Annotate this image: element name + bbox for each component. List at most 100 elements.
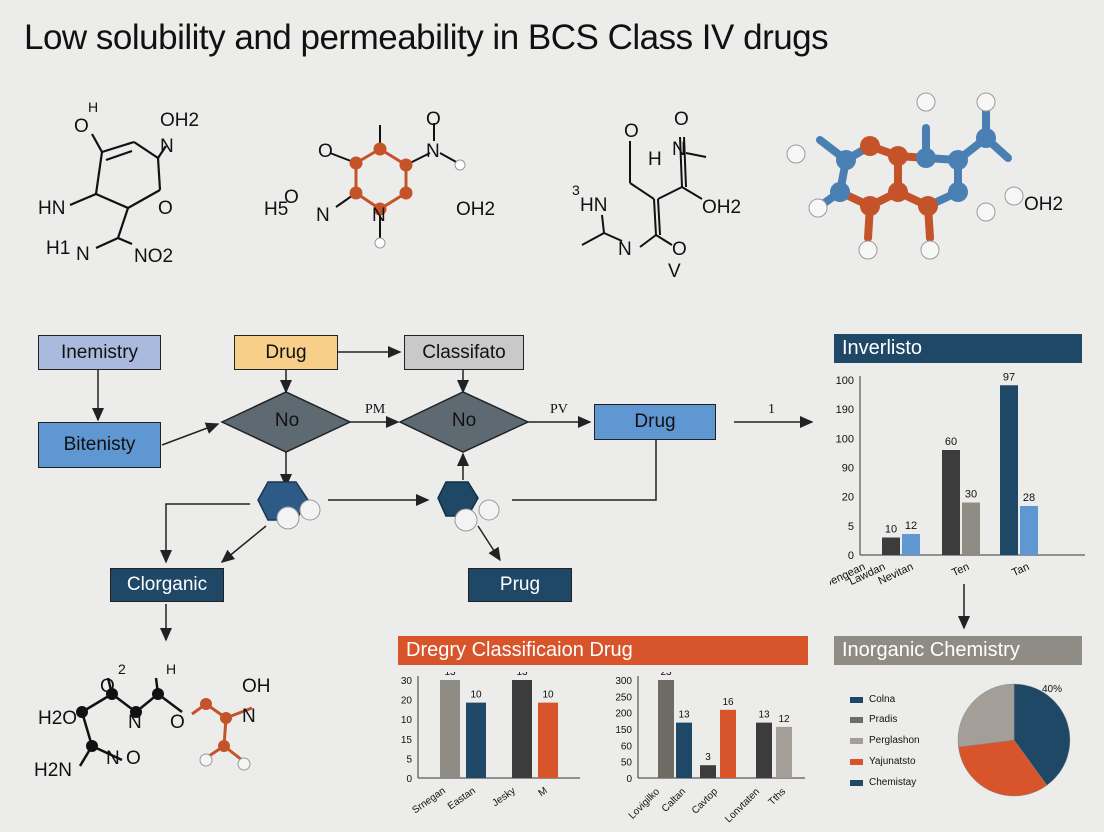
y-tick-label: 250 — [615, 692, 632, 703]
mol1-e: HN — [38, 198, 65, 219]
x-tick-label: Lonvtaten — [723, 786, 762, 825]
y-tick-label: 0 — [848, 550, 854, 562]
no-left-diamond[interactable] — [220, 391, 352, 453]
y-tick-label: 60 — [621, 741, 633, 752]
bar-value-label: 28 — [1023, 492, 1035, 504]
bar-value-label: 13 — [758, 710, 770, 721]
y-tick-label: 300 — [615, 676, 632, 687]
legend-label: Pradis — [869, 714, 898, 725]
bar — [538, 702, 558, 778]
x-tick-label: Tan — [1010, 561, 1031, 579]
bar-value-label: 3 — [705, 752, 711, 763]
mol1-f: O — [158, 198, 173, 219]
y-tick-label: 5 — [406, 754, 412, 765]
mol4-a: OH2 — [1024, 194, 1063, 215]
mol5-b: 2 — [118, 661, 126, 677]
x-tick-label: Jesky — [490, 785, 517, 809]
bar — [440, 680, 460, 778]
bar — [1000, 385, 1018, 555]
bar-value-label: 30 — [965, 489, 977, 501]
bar-value-label: 10 — [470, 690, 482, 701]
no-right-diamond[interactable] — [398, 391, 530, 453]
inverlisto-banner: Inverlisto — [834, 334, 1082, 363]
mol3-b: O — [674, 109, 689, 130]
bar-value-label: 12 — [905, 520, 917, 532]
hexagon-node-left — [257, 481, 321, 530]
chart-down-arrow — [958, 584, 970, 630]
bar — [942, 450, 960, 555]
bar-value-label: 97 — [1003, 371, 1015, 383]
y-tick-label: 20 — [401, 696, 413, 707]
flowchart-connectors — [92, 346, 814, 642]
mol5-c: H — [166, 661, 176, 677]
prug-node[interactable]: Prug — [468, 568, 572, 602]
legend-item: Colna — [850, 694, 895, 705]
molecule-4-model: OH2 — [786, 92, 1063, 260]
mol2-g: N — [372, 205, 386, 226]
y-tick-label: 0 — [626, 774, 632, 785]
molecule-2-structure: O O N H5 O N N OH2 — [264, 109, 495, 249]
molecule-1-structure: O H OH2 N HN O H1 N NO2 — [38, 99, 199, 267]
legend-item: Yajunatsto — [850, 756, 916, 767]
molecule-3-structure: O O H N HN 3 OH2 N O V — [572, 109, 741, 282]
clorganic-node[interactable]: Clorganic — [110, 568, 224, 602]
legend-label: Chemistay — [869, 777, 917, 788]
drug-top-node[interactable]: Drug — [234, 335, 338, 370]
legend-item: Pradis — [850, 714, 897, 725]
mol1-a: O — [74, 116, 89, 137]
pm-edge-label: PM — [365, 402, 386, 417]
bitenisty-node[interactable]: Bitenisty — [38, 422, 161, 468]
inemistry-node[interactable]: Inemistry — [38, 335, 161, 370]
drug-right-node[interactable]: Drug — [594, 404, 716, 440]
bar — [776, 726, 792, 778]
inorganic-pie-chart: 40% — [957, 683, 1071, 797]
pie-slice — [957, 683, 1015, 748]
bar-value-label: 16 — [722, 697, 734, 708]
bar — [756, 722, 772, 778]
mol3-c: H — [648, 149, 662, 170]
mol1-g: H1 — [46, 238, 70, 259]
bar — [720, 709, 736, 778]
x-tick-label: Lovigilko — [627, 786, 663, 822]
mol5-a: O — [100, 676, 115, 697]
bar — [466, 702, 486, 778]
mol2-b: O — [426, 109, 441, 130]
y-tick-label: 200 — [615, 709, 632, 720]
mol5-g: O — [170, 712, 185, 733]
bar — [882, 537, 900, 555]
legend-item: Perglashon — [850, 735, 920, 746]
x-tick-label: M — [537, 785, 550, 799]
bar — [700, 765, 716, 778]
legend-item: Chemistay — [850, 777, 916, 788]
legend-swatch — [850, 779, 863, 786]
mol5-d: OH — [242, 676, 271, 697]
y-tick-label: 190 — [836, 404, 854, 416]
mol2-h: OH2 — [456, 199, 495, 220]
bar — [512, 680, 532, 778]
mol3-d: N — [672, 139, 686, 160]
mol1-d: N — [160, 136, 174, 157]
y-tick-label: 5 — [848, 521, 854, 533]
x-tick-label: Eastan — [446, 785, 478, 812]
pie-slice — [1013, 683, 1071, 786]
bar-value-label: 13 — [678, 710, 690, 721]
mol5-k: O — [126, 748, 141, 769]
y-tick-label: 15 — [401, 735, 413, 746]
bar — [1020, 506, 1038, 555]
legend-label: Colna — [869, 694, 896, 705]
classifato-node[interactable]: Classifato — [404, 335, 524, 370]
hexagon-node-right — [437, 481, 500, 532]
y-tick-label: 0 — [406, 774, 412, 785]
x-tick-label: Tths — [767, 786, 789, 808]
mol3-h: O — [672, 239, 687, 260]
bar — [658, 680, 674, 778]
mol1-c: OH2 — [160, 110, 199, 131]
molecule-5-structure: O 2 H OH H2O N O N H2N N O — [34, 661, 271, 781]
mol2-f: N — [316, 205, 330, 226]
page-title: Low solubility and permeability in BCS C… — [24, 18, 829, 57]
bar — [962, 502, 980, 555]
dregry-banner: Dregry Classificaion Drug — [398, 636, 808, 665]
no-left-label: No — [274, 410, 300, 431]
y-tick-label: 50 — [621, 758, 633, 769]
pie-percent-label: 40% — [1042, 684, 1062, 695]
